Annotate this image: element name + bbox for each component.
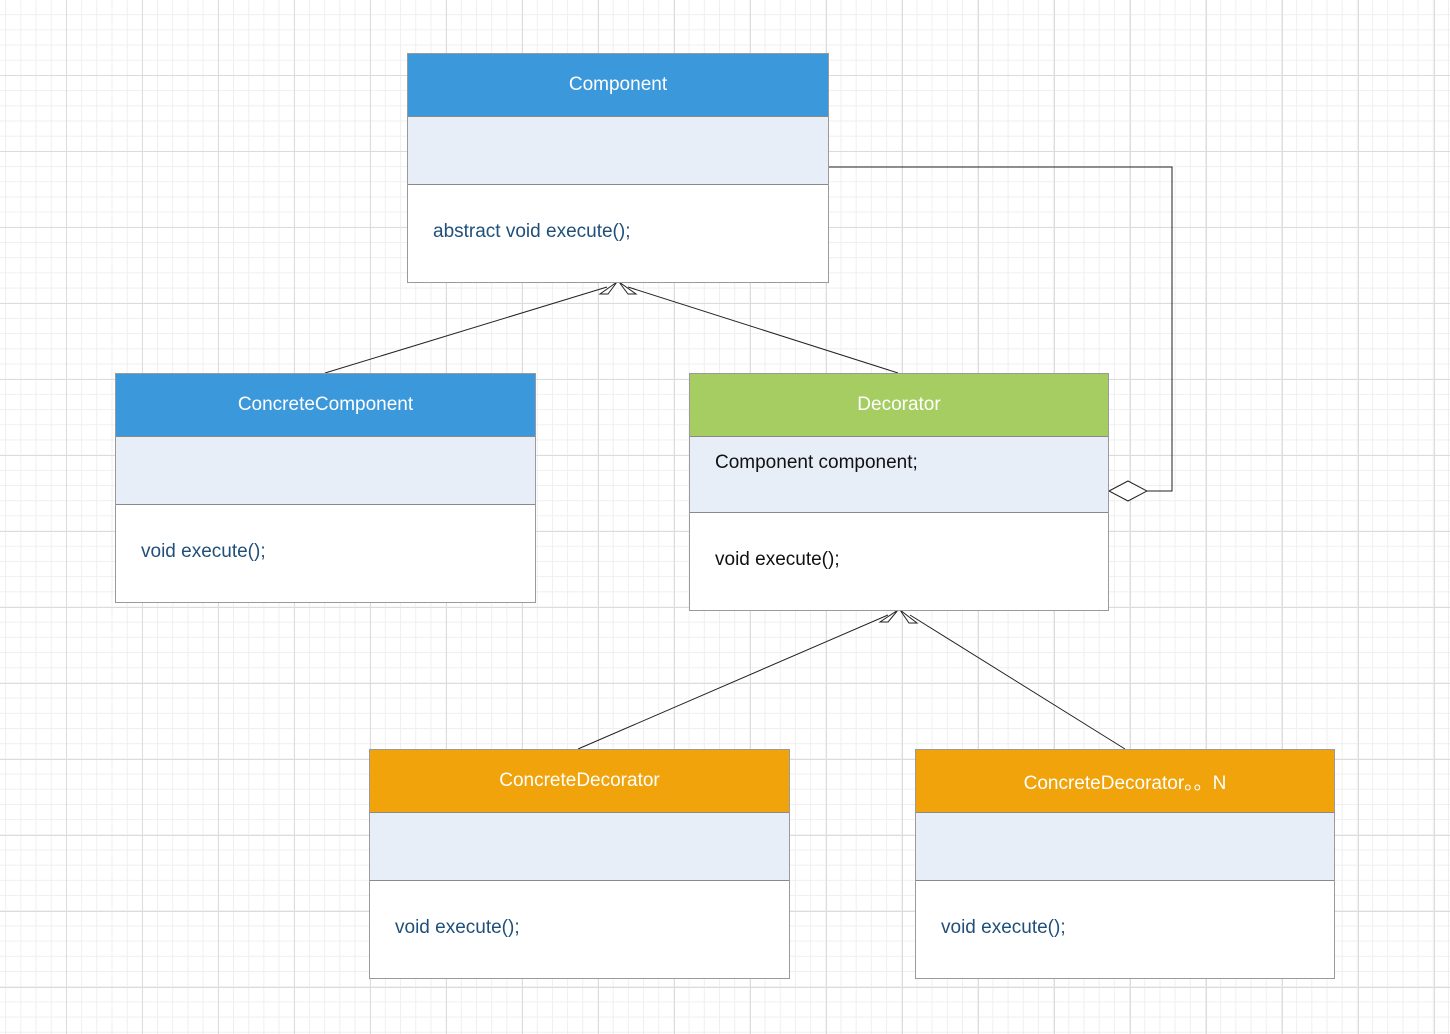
class-concrete-component-attributes — [116, 437, 535, 505]
class-concrete-component[interactable]: ConcreteComponent void execute(); — [115, 373, 536, 603]
class-concrete-decorator-n-name: ConcreteDecorator。。N — [916, 750, 1334, 813]
class-decorator-name: Decorator — [690, 374, 1108, 437]
class-concrete-component-name: ConcreteComponent — [116, 374, 535, 437]
class-component-operation: abstract void execute(); — [433, 221, 631, 242]
generalization-arrowhead-right — [618, 281, 638, 295]
class-decorator-attributes: Component component; — [690, 437, 1108, 513]
generalization-concretedecorator-to-decorator[interactable] — [577, 614, 889, 750]
class-concrete-decorator-name: ConcreteDecorator — [370, 750, 789, 813]
class-concrete-decorator-n-operation: void execute(); — [941, 917, 1066, 938]
generalization-decorator-to-component[interactable] — [627, 286, 899, 374]
class-concrete-decorator-attributes — [370, 813, 789, 881]
generalization-concretecomponent-to-component[interactable] — [324, 286, 608, 374]
class-component-attributes — [408, 117, 828, 185]
class-concrete-decorator[interactable]: ConcreteDecorator void execute(); — [369, 749, 790, 979]
class-component[interactable]: Component abstract void execute(); — [407, 53, 829, 283]
generalization-arrowhead-decorator-right — [899, 609, 919, 624]
class-concrete-decorator-n[interactable]: ConcreteDecorator。。N void execute(); — [915, 749, 1335, 979]
class-concrete-component-operation: void execute(); — [141, 541, 266, 562]
class-concrete-decorator-operation: void execute(); — [395, 917, 520, 938]
generalization-arrowhead-decorator-left — [878, 609, 899, 623]
generalization-concretedecoratorn-to-decorator[interactable] — [909, 614, 1126, 750]
aggregation-diamond — [1107, 480, 1149, 502]
class-component-name: Component — [408, 54, 828, 117]
class-decorator[interactable]: Decorator Component component; void exec… — [689, 373, 1109, 611]
aggregation-decorator-to-component[interactable] — [829, 166, 1173, 492]
generalization-arrowhead-left — [598, 281, 618, 295]
class-decorator-operation: void execute(); — [715, 549, 840, 570]
class-concrete-decorator-n-attributes — [916, 813, 1334, 881]
